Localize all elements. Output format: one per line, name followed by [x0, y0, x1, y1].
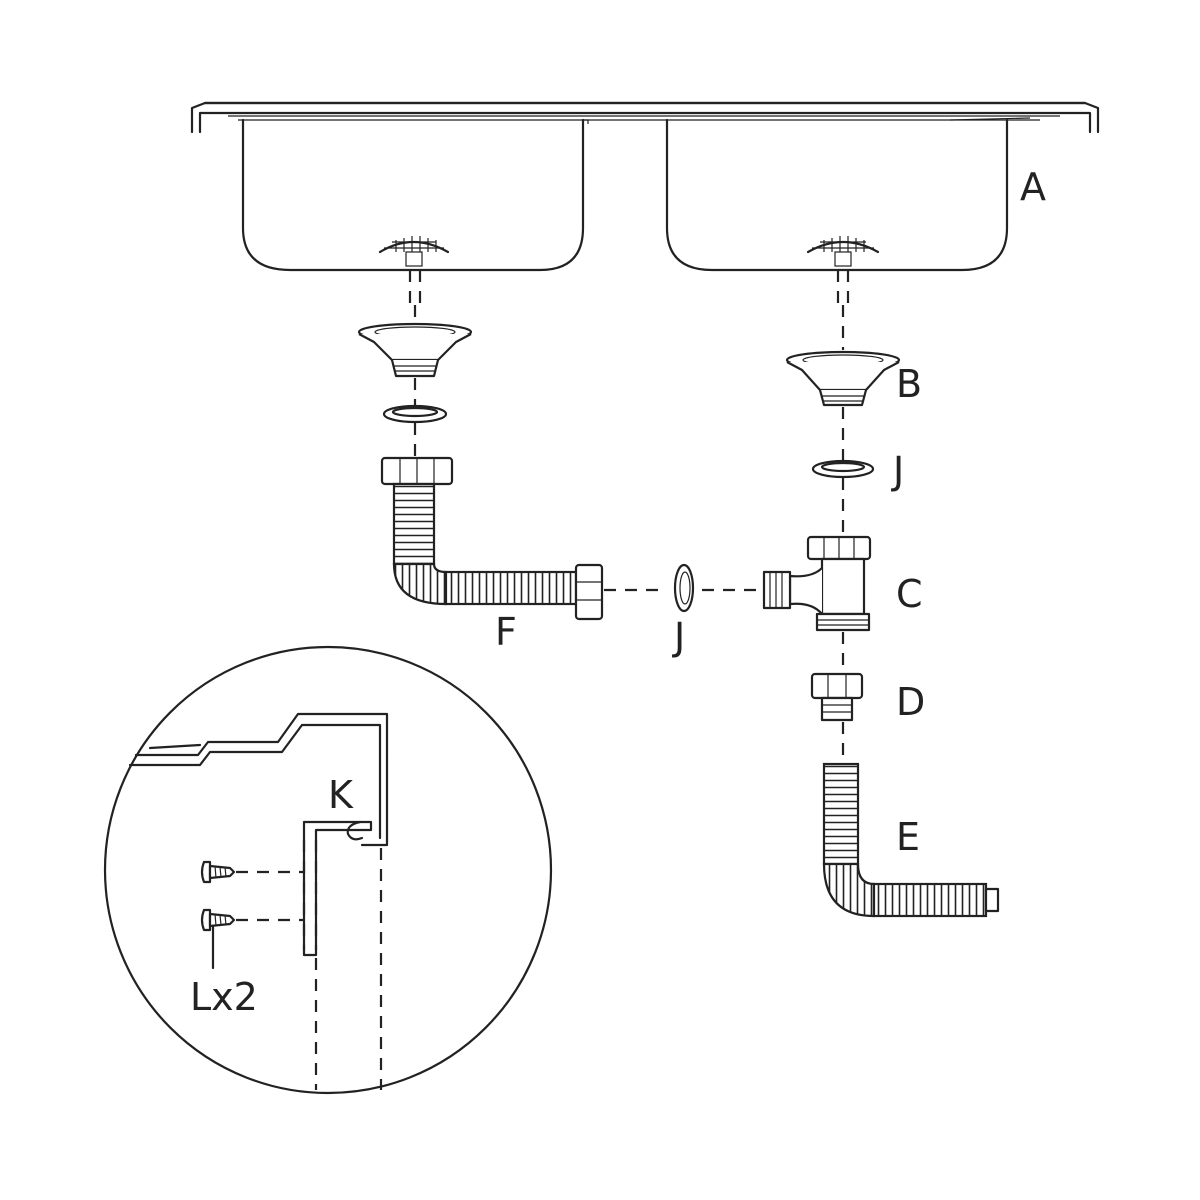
- bowl-strainer-right: [806, 236, 880, 267]
- washer-left: [382, 404, 448, 424]
- bracket-k: [302, 820, 373, 957]
- label-b: B: [896, 362, 922, 406]
- label-j-bottom: J: [672, 615, 685, 659]
- tee-fitting-c: [762, 535, 872, 632]
- detail-callout-circle: [103, 645, 553, 1095]
- washer-j-side: [673, 563, 695, 613]
- bowl-strainer-left: [378, 236, 450, 267]
- screw-upper: [200, 860, 236, 884]
- strainer-basket-b: [785, 350, 901, 407]
- hose-f: [380, 456, 604, 621]
- label-a: A: [1020, 165, 1046, 209]
- strainer-basket-left: [357, 322, 473, 378]
- adapter-d: [810, 672, 864, 722]
- hose-e: [822, 762, 1000, 918]
- label-c: C: [896, 572, 923, 616]
- label-f: F: [495, 610, 517, 654]
- label-k: K: [328, 773, 354, 817]
- screw-lower: [200, 908, 236, 932]
- sink-a: [190, 101, 1100, 305]
- label-d: D: [896, 680, 925, 724]
- washer-j-top: [811, 459, 875, 479]
- label-e: E: [896, 815, 920, 859]
- label-l: Lx2: [190, 975, 258, 1019]
- label-j-top: J: [891, 449, 904, 493]
